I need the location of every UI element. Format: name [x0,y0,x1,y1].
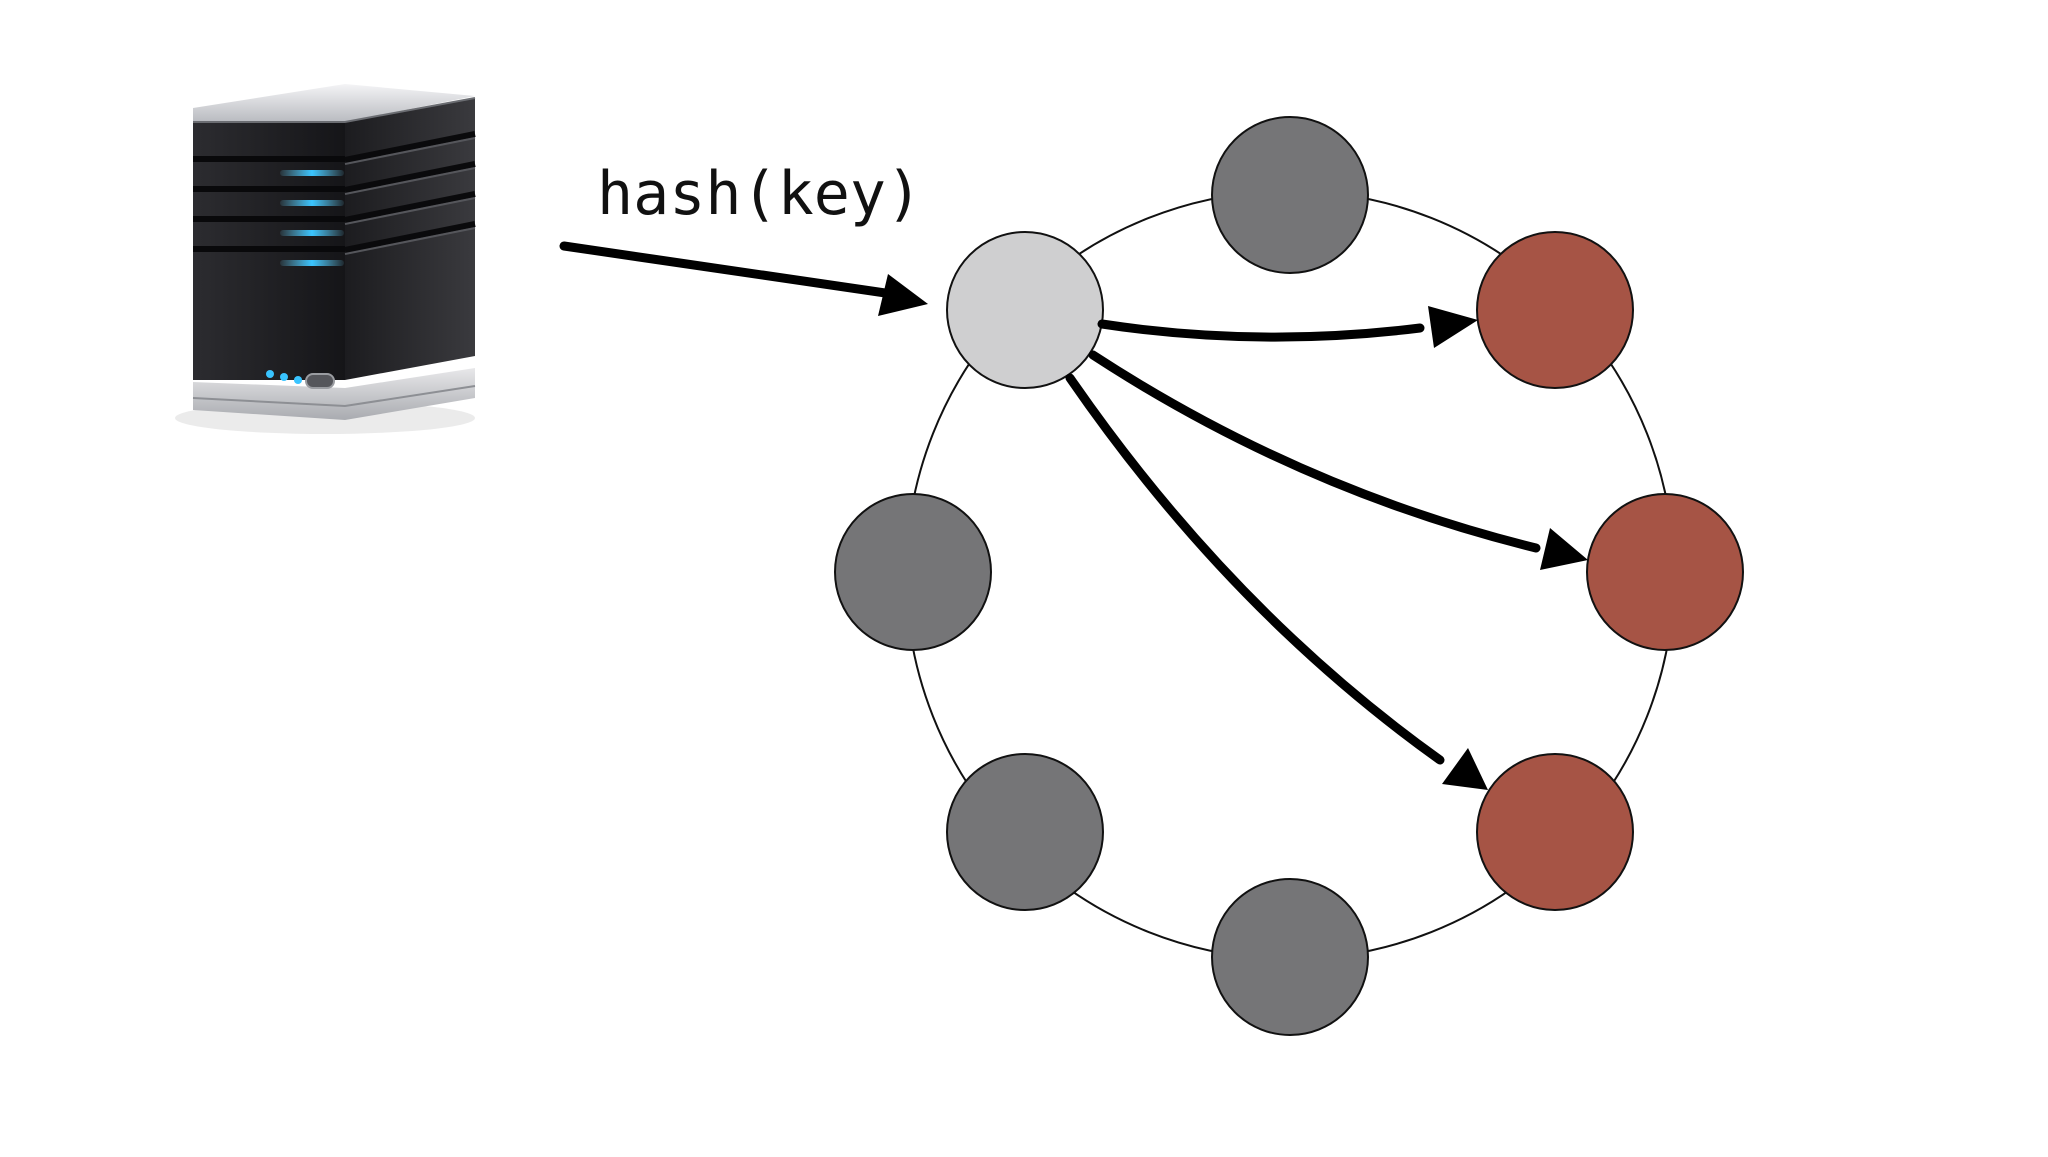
client-to-primary-arrow [559,241,928,316]
ring-node [1211,878,1369,1036]
ring-node [834,493,992,651]
replica-arrow-2 [1088,350,1588,570]
ring-node [1211,116,1369,274]
replica-node [1476,753,1634,911]
ring-nodes [834,116,1744,1036]
replica-arrow-3 [1065,373,1488,790]
ring-node [946,753,1104,911]
replica-arrow-1 [1097,306,1478,348]
arrows [559,241,1588,790]
replica-node [1586,493,1744,651]
primary-node [946,231,1104,389]
replica-node [1476,231,1634,389]
hash-key-label: hash(key) [597,159,922,229]
server-tower-icon [175,84,476,434]
